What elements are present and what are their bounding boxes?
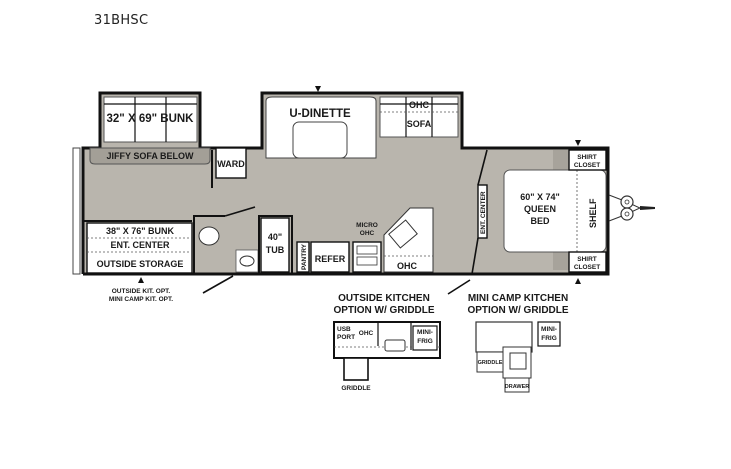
shelf-label: SHELF bbox=[588, 198, 598, 228]
bedroom: 60" X 74" QUEEN BED SHELF SHIRT CLOSET S… bbox=[503, 140, 607, 284]
outside-kitchen-title-1: OUTSIDE KITCHEN bbox=[338, 293, 430, 304]
bathroom: 40" TUB bbox=[193, 206, 293, 294]
ohc-kitchen-label: OHC bbox=[397, 261, 418, 271]
u-dinette: U-DINETTE bbox=[265, 86, 377, 159]
usb-label: USB bbox=[337, 326, 351, 333]
shirt-closet-top-2: CLOSET bbox=[574, 162, 600, 169]
sink-icon bbox=[239, 255, 255, 267]
marker-arrow-up bbox=[575, 278, 581, 284]
rear-bunk-label: 38" X 76" BUNK bbox=[106, 226, 175, 236]
wardrobe: WARD bbox=[211, 147, 247, 188]
port-label: PORT bbox=[337, 334, 355, 341]
shirt-closet-top-1: SHIRT bbox=[577, 154, 597, 161]
mini-camp-kitchen-option: MINI CAMP KITCHEN OPTION W/ GRIDDLE MINI… bbox=[467, 293, 569, 393]
shirt-closet-bottom-1: SHIRT bbox=[577, 256, 597, 263]
kitchen: PANTRY REFER MICRO OHC OHC bbox=[296, 207, 434, 273]
micro-label-1: MICRO bbox=[356, 222, 378, 229]
marker-arrow-down bbox=[575, 140, 581, 146]
ohc-label: OHC bbox=[359, 330, 374, 337]
queen-label-2: QUEEN bbox=[524, 204, 556, 214]
bedroom-partition: ENT. CENTER bbox=[447, 149, 488, 295]
mini-frig-label-2: FRIG bbox=[541, 335, 557, 342]
outside-kit-opt-note: OUTSIDE KIT. OPT. bbox=[112, 288, 171, 295]
queen-bed bbox=[503, 169, 607, 253]
mini-camp-title-1: MINI CAMP KITCHEN bbox=[468, 293, 568, 304]
ent-center-left-label: ENT. CENTER bbox=[110, 240, 170, 250]
tub-label: TUB bbox=[266, 245, 285, 255]
outside-kitchen-title-2: OPTION W/ GRIDDLE bbox=[333, 305, 434, 316]
griddle-label: GRIDDLE bbox=[478, 360, 503, 366]
mini-camp-title-2: OPTION W/ GRIDDLE bbox=[467, 305, 568, 316]
toilet-icon bbox=[198, 226, 220, 246]
griddle-label: GRIDDLE bbox=[341, 385, 371, 392]
sink-icon bbox=[509, 352, 527, 370]
jiffy-sofa-label: JIFFY SOFA BELOW bbox=[106, 151, 194, 161]
sofa-label: SOFA bbox=[407, 119, 432, 129]
marker-arrow-down bbox=[315, 86, 321, 92]
front-bunk: 32" X 69" BUNK JIFFY SOFA BELOW bbox=[89, 96, 211, 165]
refer-label: REFER bbox=[315, 254, 346, 264]
ent-center-right-label: ENT. CENTER bbox=[480, 191, 487, 234]
ohc-top-label: OHC bbox=[409, 100, 430, 110]
drawer-label: DRAWER bbox=[505, 384, 529, 390]
mini-camp-kit-opt-note: MINI CAMP KIT. OPT. bbox=[109, 296, 173, 303]
sofa: OHC SOFA bbox=[379, 96, 459, 138]
queen-label-3: BED bbox=[530, 216, 550, 226]
pantry-label: PANTRY bbox=[301, 243, 308, 270]
front-bunk-label: 32" X 69" BUNK bbox=[107, 113, 195, 125]
model-name: 31BHSC bbox=[94, 13, 149, 28]
rear-bunk: 38" X 76" BUNK ENT. CENTER OUTSIDE STORA… bbox=[83, 220, 193, 303]
mini-frig-label-2: FRIG bbox=[417, 338, 433, 345]
kitchen-sink-icon bbox=[388, 219, 418, 249]
mini-frig-label-1: MINI- bbox=[541, 326, 557, 333]
u-dinette-label: U-DINETTE bbox=[289, 108, 351, 120]
outside-storage-label: OUTSIDE STORAGE bbox=[97, 259, 184, 269]
outside-kitchen-option: OUTSIDE KITCHEN OPTION W/ GRIDDLE USB PO… bbox=[333, 293, 441, 392]
ward-label: WARD bbox=[217, 159, 245, 169]
hitch-icon bbox=[608, 194, 655, 222]
marker-arrow-up bbox=[138, 277, 144, 283]
micro-label-2: OHC bbox=[360, 230, 375, 237]
mini-frig-label-1: MINI- bbox=[417, 329, 433, 336]
shirt-closet-bottom-2: CLOSET bbox=[574, 264, 600, 271]
tub-size-label: 40" bbox=[268, 232, 282, 242]
queen-label-1: 60" X 74" bbox=[520, 192, 560, 202]
